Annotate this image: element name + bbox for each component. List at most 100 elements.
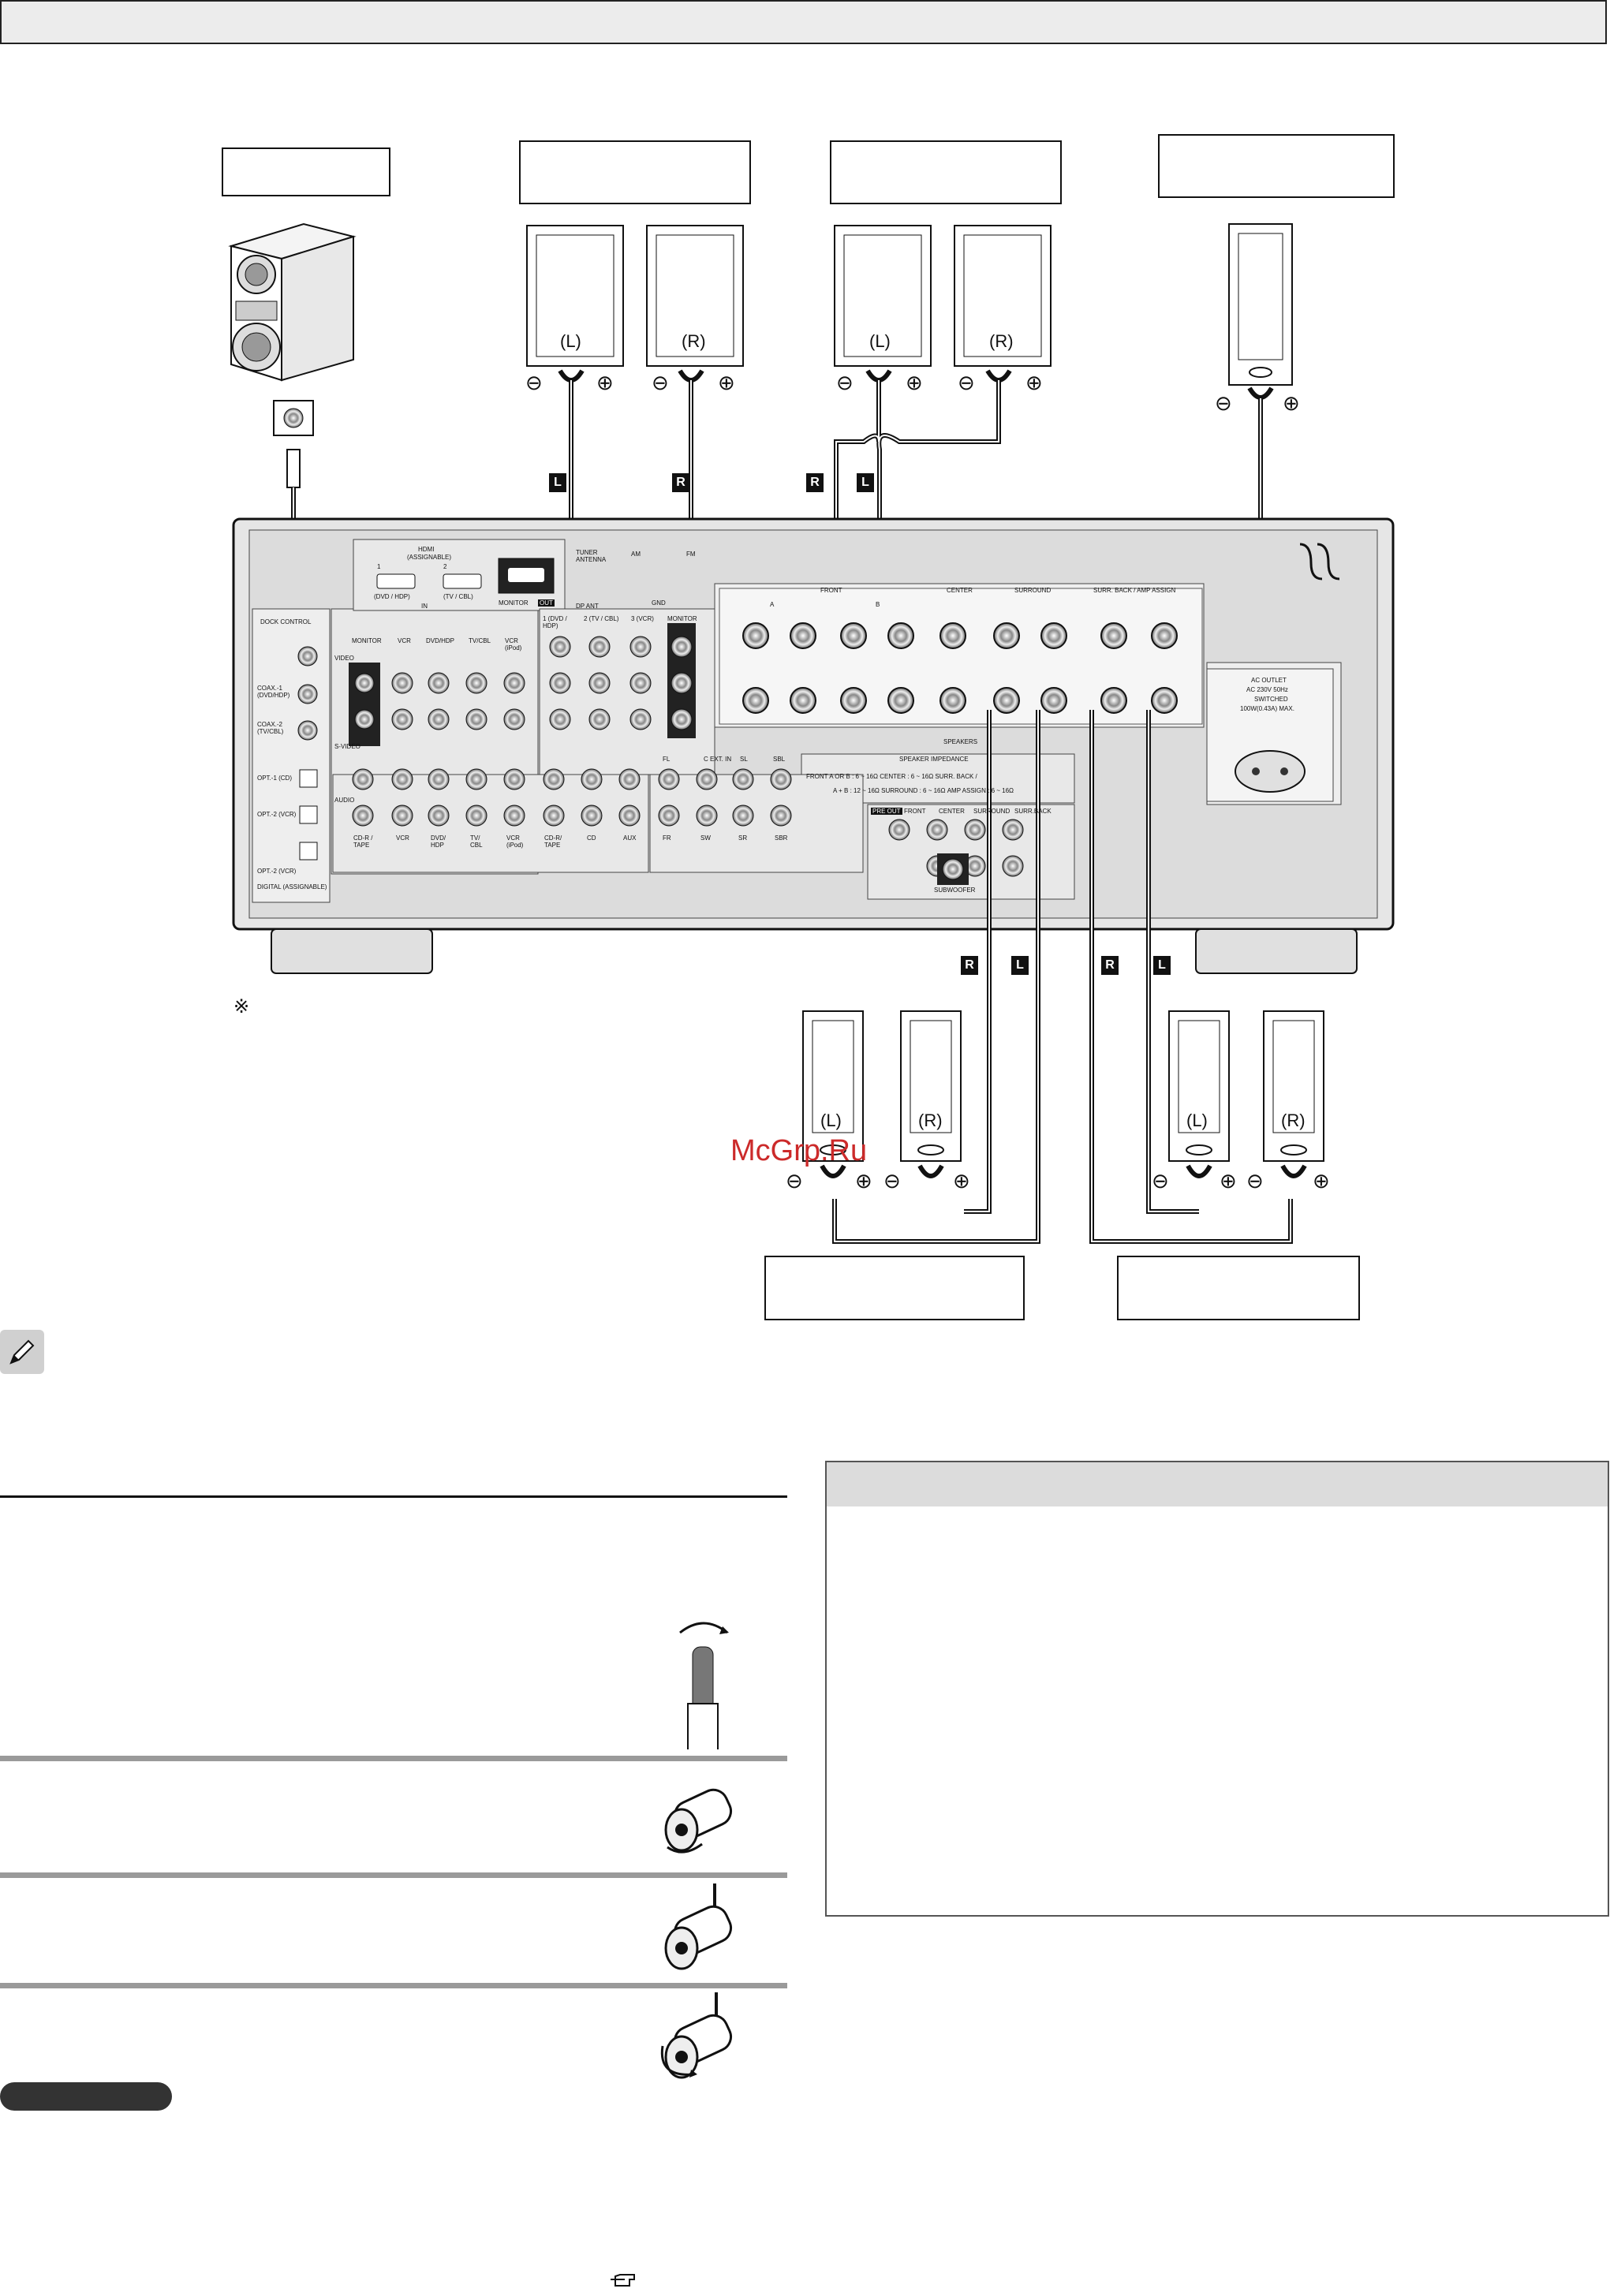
panel-front-b: B — [876, 601, 880, 608]
panel-hdmi-in2: (TV / CBL) — [443, 593, 473, 600]
panel-monitor: MONITOR — [499, 599, 529, 607]
panel-ext-col: SBL — [773, 756, 786, 763]
panel-am: AM — [631, 551, 641, 558]
front-a-right-label: (R) — [989, 331, 1014, 351]
panel-audio-col: TV/ CBL — [470, 834, 483, 849]
channel-tag-right: R — [961, 956, 978, 975]
panel-ext-col: FL — [663, 756, 671, 763]
connection-diagram — [228, 222, 1395, 1244]
step-rule — [0, 1983, 787, 1988]
step-rule — [0, 1756, 787, 1761]
front-a-speaker-right — [954, 225, 1052, 367]
front-a-left-label: (L) — [869, 331, 891, 351]
terminal-loosen-illustration — [644, 1771, 762, 1858]
panel-audio-col: CD — [587, 834, 596, 842]
panel-out: OUT — [538, 599, 555, 607]
surround-back-left-label: (L) — [1186, 1111, 1208, 1130]
panel-ext-col: C — [704, 756, 708, 763]
panel-dock-control: DOCK CONTROL — [260, 618, 312, 625]
panel-audio-col: AUX — [623, 834, 637, 842]
panel-hdmi-in1: (DVD / HDP) — [374, 593, 410, 600]
watermark: McGrp.Ru — [730, 1134, 868, 1167]
panel-max: 100W(0.43A) MAX. — [1240, 705, 1294, 712]
surround-speaker-left — [802, 1010, 864, 1162]
channel-tag-left: L — [549, 473, 566, 492]
speaker-terminals — [719, 588, 1203, 725]
panel-hdmi-assignable: (ASSIGNABLE) — [407, 554, 452, 561]
surround-back-speaker-right — [1263, 1010, 1324, 1162]
panel-opt-out: OPT.-2 (VCR) — [257, 868, 297, 875]
note-pill — [0, 2082, 172, 2111]
terminal-plus: ⊕ — [1283, 391, 1300, 415]
channel-tag-right: R — [1101, 956, 1119, 975]
panel-svideo: S-VIDEO — [334, 743, 360, 750]
panel-pre-col: FRONT — [904, 808, 926, 815]
panel-pre-col: SURROUND — [973, 808, 1010, 815]
surround-back-speaker-left — [1168, 1010, 1230, 1162]
panel-ext-col: SBR — [775, 834, 788, 842]
section-rule — [0, 1495, 787, 1498]
info-box-header — [825, 1461, 1609, 1508]
panel-audio-col: VCR — [396, 834, 409, 842]
channel-tag-left: L — [857, 473, 874, 492]
terminal-minus: ⊖ — [1246, 1169, 1264, 1193]
terminal-plus: ⊕ — [596, 371, 614, 394]
panel-ac-spec: AC 230V 50Hz — [1246, 686, 1288, 693]
terminal-plus: ⊕ — [855, 1169, 872, 1193]
channel-tag-left: L — [1011, 956, 1029, 975]
front-b-speaker-right — [646, 225, 744, 367]
panel-coax2: COAX.-2 (TV/CBL) — [257, 721, 284, 735]
panel-component-col: 3 (VCR) — [631, 615, 654, 622]
terminal-minus: ⊖ — [1215, 391, 1232, 415]
panel-coax1: COAX.-1 (DVD/HDP) — [257, 685, 290, 699]
receiver-rear-panel — [232, 517, 1395, 974]
panel-audio-col: CD-R/ TAPE — [544, 834, 562, 849]
terminal-minus: ⊖ — [958, 371, 975, 394]
panel-pre-col: CENTER — [939, 808, 965, 815]
panel-component-col: MONITOR — [667, 615, 697, 622]
panel-component-col: 2 (TV / CBL) — [584, 615, 619, 622]
subwoofer-speaker — [228, 222, 357, 382]
subwoofer-label-box — [222, 147, 390, 196]
pointing-hand-icon — [607, 2268, 639, 2292]
front-a-label-box — [830, 140, 1062, 204]
panel-front-a: A — [770, 601, 775, 608]
panel-surround: SURROUND — [1014, 587, 1052, 594]
panel-surr-back: SURR. BACK / AMP ASSIGN — [1093, 587, 1176, 594]
panel-video-col: DVD/HDP — [426, 637, 455, 644]
channel-tag-left: L — [1153, 956, 1171, 975]
panel-ac-outlet: AC OUTLET — [1251, 677, 1287, 684]
panel-ext-col: FR — [663, 834, 671, 842]
panel-switched: SWITCHED — [1254, 696, 1288, 703]
front-b-speaker-left — [526, 225, 624, 367]
panel-audio-col: CD-R / TAPE — [353, 834, 373, 849]
terminal-plus: ⊕ — [1220, 1169, 1237, 1193]
panel-hdmi-1: 1 — [377, 563, 381, 570]
rca-plug — [286, 449, 301, 488]
panel-pre-out: PRE OUT — [871, 808, 902, 815]
panel-opt1: OPT.-1 (CD) — [257, 775, 292, 782]
panel-gnd: GND — [652, 599, 666, 607]
channel-tag-right: R — [806, 473, 824, 492]
terminal-minus: ⊖ — [1152, 1169, 1169, 1193]
panel-pre-col: SURR.BACK — [1014, 808, 1052, 815]
panel-dp-ant: DP ANT — [576, 603, 599, 610]
pencil-note-icon — [0, 1330, 44, 1374]
terminal-plus: ⊕ — [1025, 371, 1043, 394]
wire-twist-illustration — [672, 1615, 735, 1752]
terminal-plus: ⊕ — [718, 371, 735, 394]
terminal-minus: ⊖ — [786, 1169, 803, 1193]
panel-hdmi-2: 2 — [443, 563, 447, 570]
panel-audio-col: DVD/ HDP — [431, 834, 446, 849]
panel-ext-col: SW — [700, 834, 711, 842]
surround-speaker-right — [900, 1010, 962, 1162]
panel-impedance-2: A + B : 12 ~ 16Ω SURROUND : 6 ~ 16Ω AMP … — [833, 787, 1014, 794]
panel-impedance-1: FRONT A OR B : 6 ~ 16Ω CENTER : 6 ~ 16Ω … — [806, 773, 977, 780]
terminal-minus: ⊖ — [836, 371, 854, 394]
panel-hdmi-title: HDMI — [418, 546, 435, 553]
panel-audio: AUDIO — [334, 797, 355, 804]
surround-label-box — [764, 1256, 1025, 1320]
panel-ext-col: SL — [740, 756, 748, 763]
note-symbol: ※ — [233, 996, 250, 1017]
panel-hdmi-in: IN — [421, 603, 428, 610]
